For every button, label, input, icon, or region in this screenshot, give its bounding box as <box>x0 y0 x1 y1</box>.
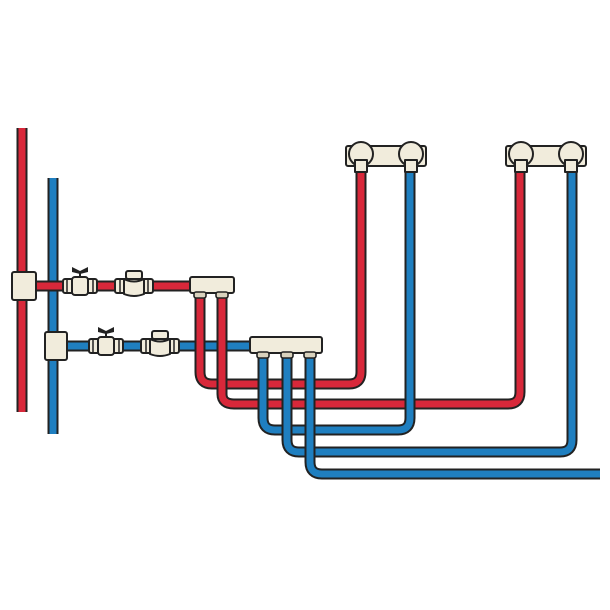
hot-check-valve <box>114 270 154 297</box>
hot-branch-1 <box>194 165 367 390</box>
cold-check-valve <box>140 330 180 357</box>
cold-tee-fitting <box>44 331 68 361</box>
hot-manifold <box>189 276 235 299</box>
fittings-layer <box>11 141 587 361</box>
cold-manifold <box>249 336 323 359</box>
wall-plate-left <box>345 141 427 173</box>
pipe-network <box>16 128 600 480</box>
hot-tee-fitting <box>11 271 37 301</box>
cold-branch-3 <box>304 356 600 480</box>
hot-branch-2 <box>216 165 526 410</box>
hot-ball-valve <box>62 266 98 296</box>
cold-branch-1 <box>257 165 416 436</box>
cold-branch-2 <box>281 165 578 458</box>
wall-plate-right <box>505 141 587 173</box>
cold-ball-valve <box>88 326 124 356</box>
